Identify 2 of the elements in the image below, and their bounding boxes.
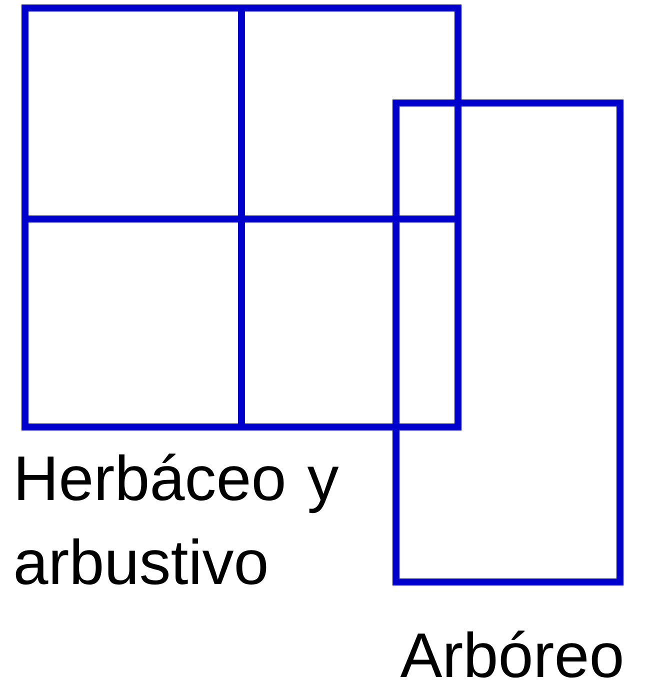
node-label: Herbáceo y arbustivo (16, 454, 339, 585)
node-label: Arbóreo (400, 630, 622, 678)
